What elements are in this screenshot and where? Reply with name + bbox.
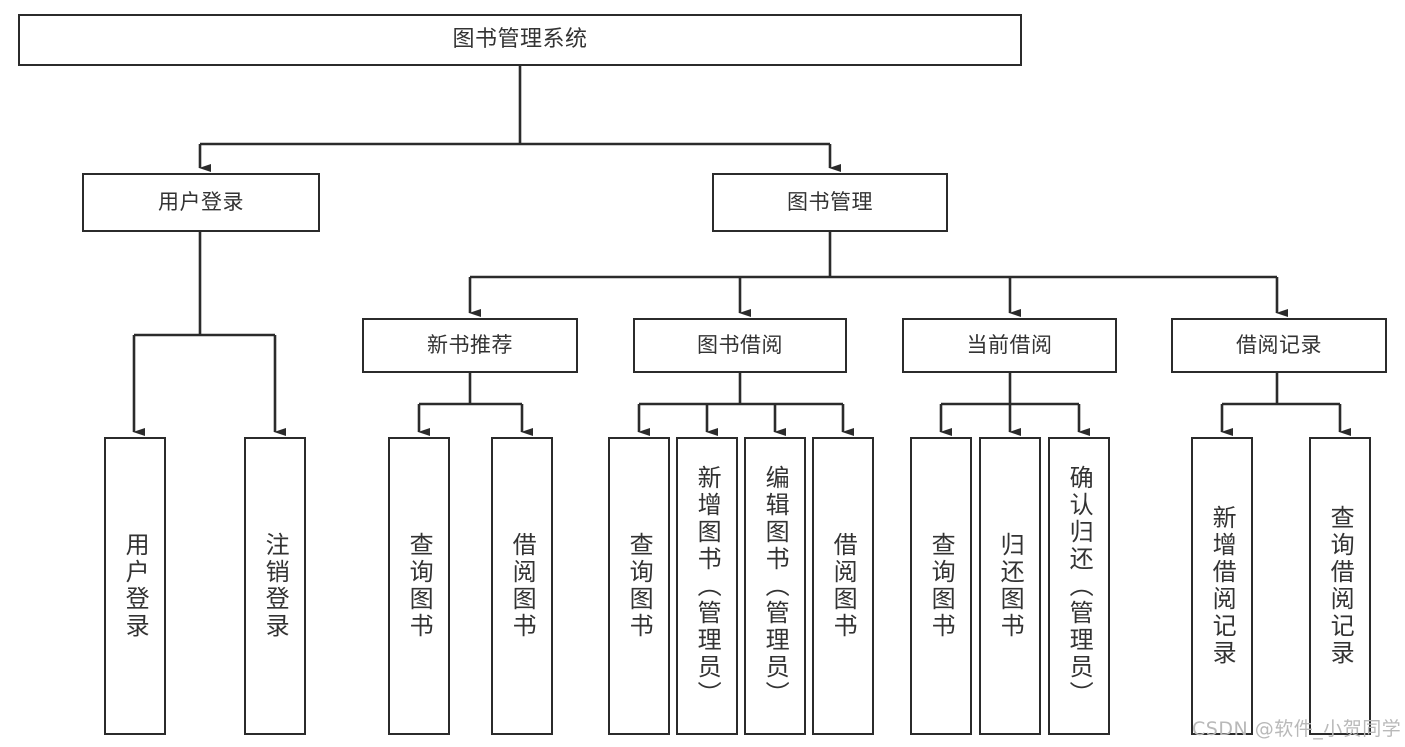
node-label: 借阅图书 [829, 532, 858, 640]
node-label: 编辑图书（管理员） [761, 464, 790, 708]
node-leaf-confirm-return[interactable]: 确认归还（管理员） [1048, 437, 1110, 735]
node-leaf-edit-book[interactable]: 编辑图书（管理员） [744, 437, 806, 735]
node-borrow-record[interactable]: 借阅记录 [1171, 318, 1387, 373]
node-leaf-query-book-1[interactable]: 查询图书 [388, 437, 450, 735]
node-leaf-user-login[interactable]: 用户登录 [104, 437, 166, 735]
node-label: 新增图书（管理员） [693, 464, 722, 708]
node-leaf-query-record[interactable]: 查询借阅记录 [1309, 437, 1371, 735]
node-leaf-borrow-book-1[interactable]: 借阅图书 [491, 437, 553, 735]
node-leaf-return-book[interactable]: 归还图书 [979, 437, 1041, 735]
node-label: 图书管理系统 [452, 26, 588, 52]
node-book-management[interactable]: 图书管理 [712, 173, 948, 232]
node-label: 图书管理 [787, 189, 873, 214]
node-label: 注销登录 [261, 532, 290, 640]
node-new-book-recommend[interactable]: 新书推荐 [362, 318, 578, 373]
node-leaf-add-book[interactable]: 新增图书（管理员） [676, 437, 738, 735]
node-label: 确认归还（管理员） [1065, 464, 1094, 708]
node-leaf-query-book-2[interactable]: 查询图书 [608, 437, 670, 735]
node-label: 借阅图书 [508, 532, 537, 640]
node-label: 用户登录 [158, 189, 244, 214]
node-label: 查询图书 [405, 532, 434, 640]
node-root-system[interactable]: 图书管理系统 [18, 14, 1022, 66]
node-leaf-add-record[interactable]: 新增借阅记录 [1191, 437, 1253, 735]
node-leaf-logout[interactable]: 注销登录 [244, 437, 306, 735]
node-book-borrow[interactable]: 图书借阅 [633, 318, 847, 373]
node-leaf-borrow-book-2[interactable]: 借阅图书 [812, 437, 874, 735]
node-label: 当前借阅 [966, 332, 1053, 357]
node-user-login[interactable]: 用户登录 [82, 173, 320, 232]
node-label: 查询借阅记录 [1326, 505, 1355, 667]
node-label: 归还图书 [996, 532, 1025, 640]
node-label: 查询图书 [927, 532, 956, 640]
node-label: 用户登录 [121, 532, 150, 640]
node-current-borrow[interactable]: 当前借阅 [902, 318, 1117, 373]
node-leaf-query-book-3[interactable]: 查询图书 [910, 437, 972, 735]
node-label: 借阅记录 [1236, 332, 1322, 357]
node-label: 新书推荐 [427, 332, 513, 357]
node-label: 查询图书 [625, 532, 654, 640]
node-label: 新增借阅记录 [1208, 505, 1237, 667]
node-label: 图书借阅 [697, 332, 783, 357]
